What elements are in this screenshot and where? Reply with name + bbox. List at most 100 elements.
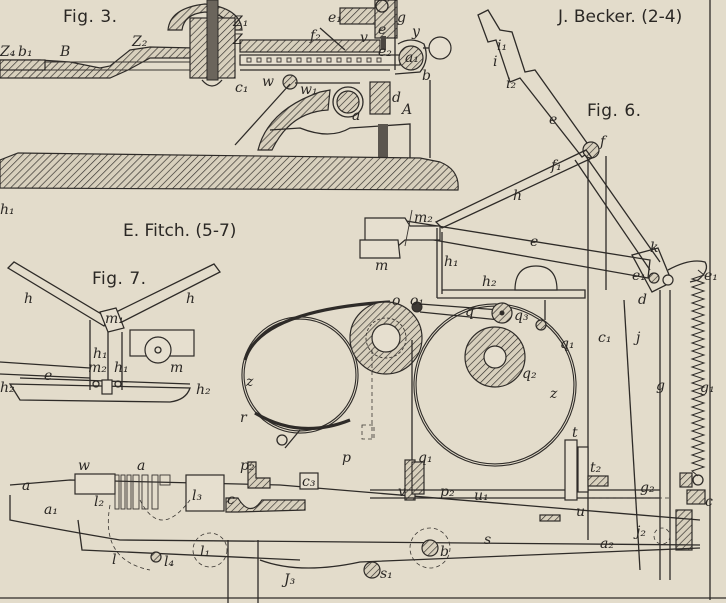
joint-m1 xyxy=(99,307,125,333)
rail-z xyxy=(239,39,381,53)
comb-rail xyxy=(239,54,401,66)
ratchet-t xyxy=(564,439,578,501)
gear-o-teeth xyxy=(365,317,407,359)
label: Z₂ xyxy=(131,34,148,50)
roller-m xyxy=(144,336,172,364)
comb-teeth xyxy=(246,57,382,63)
block-c3 xyxy=(299,472,319,490)
pivot-b-hidden xyxy=(409,527,451,569)
label: c₁ xyxy=(598,330,611,346)
label: a xyxy=(352,108,360,124)
pawl-p-foot xyxy=(361,424,375,440)
screw-spindle xyxy=(206,0,219,81)
figure-6-title: Fig. 6. xyxy=(587,101,642,121)
label: m₁ xyxy=(105,311,124,327)
label: J₃ xyxy=(281,572,296,588)
label: e xyxy=(549,112,557,128)
spring-anchor xyxy=(679,472,693,488)
cam-l2-hidden xyxy=(139,499,191,521)
block-b1 xyxy=(0,59,46,71)
lever-e1 xyxy=(667,260,708,283)
label: v xyxy=(360,30,368,46)
pin-l4 xyxy=(150,551,162,563)
label: e xyxy=(530,234,538,250)
label: e xyxy=(44,368,52,384)
label: o₁ xyxy=(410,293,424,309)
label: Z₁ xyxy=(232,14,248,30)
bar-h2 xyxy=(437,289,586,299)
label: s xyxy=(484,532,491,548)
credit-fitch: E. Fitch. (5-7) xyxy=(123,221,236,241)
label: g₂ xyxy=(640,480,655,496)
label: b xyxy=(422,68,431,84)
label: w xyxy=(78,458,90,474)
base-plate xyxy=(0,152,459,191)
figure-7-title: Fig. 7. xyxy=(92,269,147,289)
band-q xyxy=(419,303,501,311)
label: w xyxy=(262,74,274,90)
bottom-labels: w a a a₁ l₂ l₃ l l₄ l₁ J₃ p₂ c c₃ v p₂ u… xyxy=(22,425,713,588)
bracket-p2-right xyxy=(411,461,425,495)
lever-s xyxy=(259,547,701,569)
bearing-u xyxy=(539,514,561,522)
fig3-labels: Z₄ b₁ B Z₂ Z₁ Z c₁ w w₁ a A d e₁ f₂ v e … xyxy=(0,10,431,124)
label: o xyxy=(392,293,400,309)
label: h xyxy=(186,291,195,307)
label: e₁ xyxy=(328,10,342,26)
bearing-t xyxy=(587,475,609,487)
label: c₃ xyxy=(302,474,316,490)
label: d xyxy=(392,90,401,106)
label: m₂ xyxy=(414,210,433,226)
label: f₂ xyxy=(309,28,321,44)
label: k xyxy=(650,240,658,256)
screw-post xyxy=(378,124,388,160)
gear-q2-hub xyxy=(483,345,507,369)
label: e₂ xyxy=(378,44,392,60)
spring-hook xyxy=(692,474,704,486)
label: w₁ xyxy=(300,82,318,98)
label: q xyxy=(465,304,474,320)
label: i₂ xyxy=(506,76,516,92)
pivot-l1 xyxy=(192,532,228,568)
paper-guide-b xyxy=(394,39,427,75)
pin-j2 xyxy=(653,527,671,545)
bar-a xyxy=(9,479,701,521)
fig7-labels: h h m₁ h₁ h₁ m₂ m e h₂ h₂ xyxy=(0,291,211,398)
label: l₃ xyxy=(192,488,202,504)
label: f₁ xyxy=(550,158,562,174)
label: z xyxy=(245,374,254,390)
type-cluster-m xyxy=(359,209,441,259)
block-l3 xyxy=(185,474,225,512)
spool-z-right-inner xyxy=(414,304,576,466)
label: c xyxy=(705,494,713,510)
label: q₁ xyxy=(560,336,575,352)
label: b₁ xyxy=(18,44,33,60)
label: a₂ xyxy=(600,536,614,552)
bracket-p2 xyxy=(247,461,271,489)
label: Z₄ xyxy=(0,44,16,60)
arc-l-hidden xyxy=(108,504,151,571)
label: g₁ xyxy=(700,380,715,396)
spring-e2 xyxy=(381,36,386,50)
label: g xyxy=(656,378,665,394)
label: c₁ xyxy=(235,80,248,96)
label: h₂ xyxy=(0,380,15,396)
platen-knob xyxy=(428,36,452,60)
left-edge-label: h₁ xyxy=(0,202,15,218)
roller-a xyxy=(336,90,360,114)
label: h₁ xyxy=(444,254,459,270)
clutch-c xyxy=(225,497,306,513)
label: b xyxy=(440,544,449,560)
rod-j xyxy=(623,299,641,571)
type-head xyxy=(339,7,381,25)
pin-d xyxy=(662,274,674,286)
label: A xyxy=(400,102,412,118)
label: h₂ xyxy=(482,274,497,290)
label: f xyxy=(599,134,608,150)
label: m₂ xyxy=(88,360,107,376)
belt-r-lower xyxy=(254,411,351,431)
label: h₂ xyxy=(196,382,211,398)
lever-f2 xyxy=(319,27,346,51)
